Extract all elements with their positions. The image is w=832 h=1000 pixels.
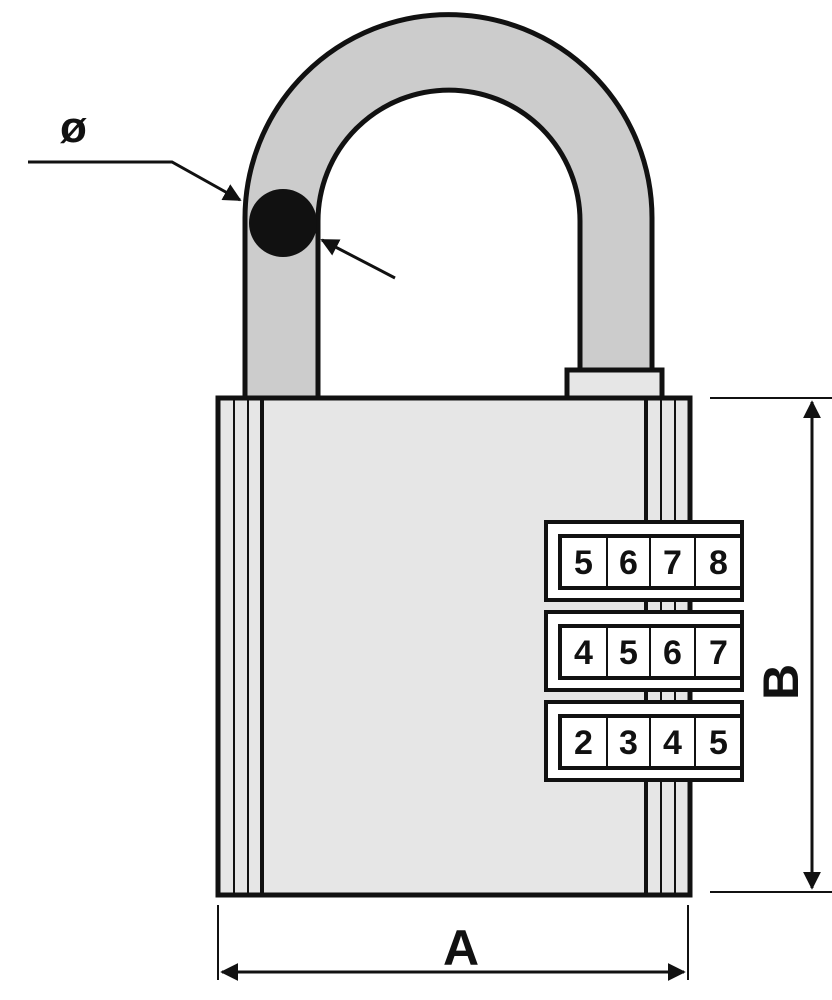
shackle (242, 12, 655, 401)
dial-digit: 7 (709, 634, 728, 672)
dial-digit: 6 (663, 634, 682, 672)
diameter-arrow-left (28, 160, 242, 202)
dimension-b (710, 397, 832, 893)
dial-digit: 5 (574, 544, 593, 582)
diameter-dot (249, 189, 317, 257)
dial-digit: 3 (619, 724, 638, 762)
diameter-arrow-right (320, 238, 396, 280)
dial-digit: 4 (663, 724, 682, 762)
dial-digit: 5 (619, 634, 638, 672)
dimension-a (217, 905, 689, 981)
dial-digit: 5 (709, 724, 728, 762)
dial-digit: 6 (619, 544, 638, 582)
dial-digit: 4 (574, 634, 593, 672)
dial-digit: 2 (574, 724, 593, 762)
diameter-label: ø (60, 103, 87, 152)
dial-digit: 7 (663, 544, 682, 582)
shackle-collar (564, 367, 665, 401)
height-label: B (753, 664, 809, 700)
dial-digit: 8 (709, 544, 728, 582)
width-label: A (443, 920, 479, 976)
